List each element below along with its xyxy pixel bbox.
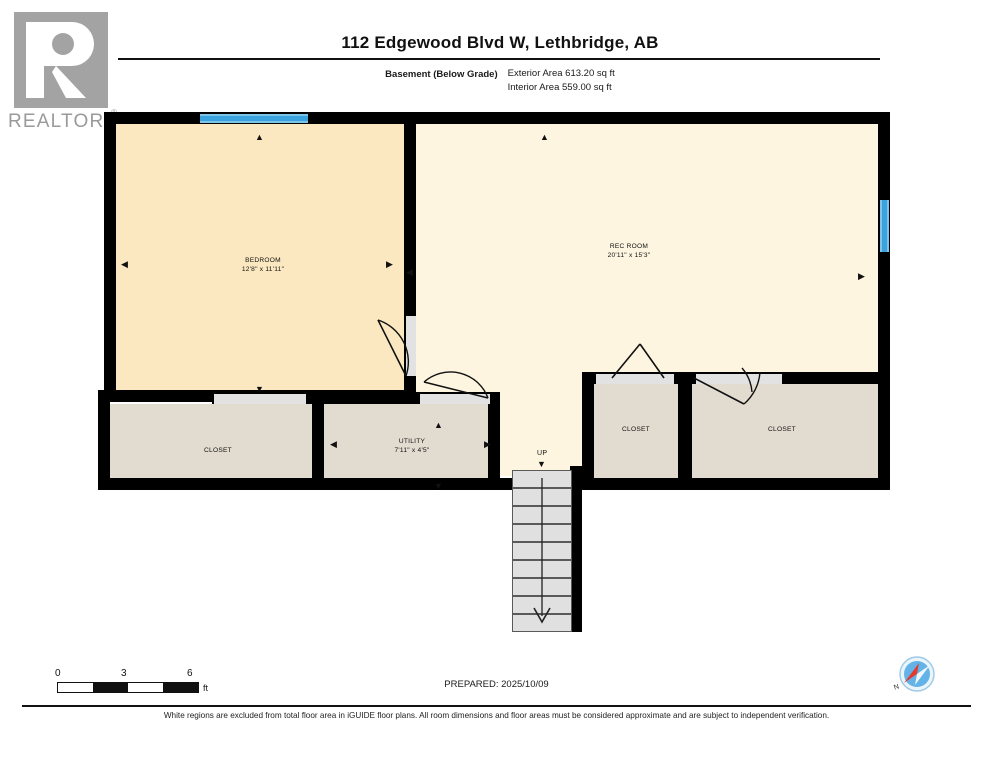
dim-arrow-rec-north: ▲: [540, 132, 549, 142]
scale-bar: 0 3 6 ft: [55, 668, 209, 700]
dim-arrow-utility-north: ▲: [434, 420, 443, 430]
realtor-logo: REALTOR ®: [8, 8, 120, 132]
room-rec-room: [416, 124, 882, 380]
scale-segment: [128, 683, 163, 692]
door-gap-utility: [420, 394, 490, 404]
floor-plan: ▲ ◀ ▶ ▼ ▲ ◀ ▶ ▲ ◀ ▶ ▼ BEDROOM 12'8" x 11…: [98, 112, 890, 632]
label-closet-mid: CLOSET: [576, 426, 696, 435]
label-closet-left: CLOSET: [158, 447, 278, 456]
label-rec-room-dims: 20'11" x 15'3": [607, 251, 651, 259]
wall-closet-utility-divider: [312, 398, 324, 490]
label-utility: UTILITY 7'11" x 4'5": [352, 438, 472, 455]
realtor-wordmark: REALTOR: [8, 111, 105, 132]
subheader: Basement (Below Grade) Exterior Area 613…: [120, 68, 880, 93]
stair-up-label: UP: [537, 450, 548, 457]
dim-arrow-bedroom-east: ▶: [386, 259, 393, 269]
wall-stairwell-right: [570, 466, 582, 632]
room-closet-mid: [592, 382, 680, 486]
room-utility: [324, 404, 500, 488]
label-rec-room: REC ROOM 20'11" x 15'3": [569, 243, 689, 260]
page-title: 112 Edgewood Blvd W, Lethbridge, AB: [341, 33, 659, 52]
interior-area-text: Interior Area 559.00 sq ft: [507, 82, 612, 93]
wall-exterior-bottom-right: [582, 478, 890, 490]
label-utility-dims: 7'11" x 4'5": [394, 446, 430, 454]
realtor-r-icon: [26, 22, 94, 98]
scale-segment: [163, 683, 198, 692]
wall-utility-right: [488, 392, 500, 490]
window-rec-room-east: [880, 200, 889, 252]
door-gap-closet-right: [696, 374, 782, 384]
footer-divider: [22, 705, 971, 707]
compass-rose: N: [888, 652, 942, 702]
label-bedroom: BEDROOM 12'8" x 11'11": [203, 257, 323, 274]
header-divider: [118, 58, 880, 60]
disclaimer-text: White regions are excluded from total fl…: [163, 711, 830, 720]
dim-arrow-utility-east: ▶: [484, 439, 491, 449]
wall-closet-divider: [678, 372, 692, 490]
label-closet-mid-name: CLOSET: [622, 426, 650, 433]
scale-tick-3: 3: [121, 668, 127, 679]
label-bedroom-name: BEDROOM: [245, 257, 281, 264]
door-gap-bedroom-rec: [406, 316, 416, 376]
staircase: [512, 470, 572, 632]
dim-arrow-bedroom-north: ▲: [255, 132, 264, 142]
compass-icon: [899, 656, 935, 692]
dim-arrow-bedroom-west: ◀: [121, 259, 128, 269]
label-closet-right: CLOSET: [722, 426, 842, 435]
exterior-area-text: Exterior Area 613.20 sq ft: [507, 68, 615, 79]
stair-direction-arrow-icon: [533, 478, 551, 624]
dim-arrow-rec-west: ◀: [406, 267, 413, 277]
scale-segment: [58, 683, 93, 692]
label-utility-name: UTILITY: [398, 438, 426, 445]
dim-arrow-utility-south: ▼: [434, 481, 443, 491]
wall-closet-mid-left: [582, 372, 594, 490]
door-gap-closet-mid: [596, 374, 674, 384]
scale-track: [57, 682, 199, 693]
wall-exterior-bottom-left: [98, 478, 518, 490]
scale-tick-6: 6: [187, 668, 193, 679]
door-gap-bedroom-closet: [214, 394, 306, 404]
dim-arrow-rec-east: ▶: [858, 271, 865, 281]
room-closet-left: [110, 404, 314, 488]
scale-unit-label: ft: [203, 683, 209, 693]
wall-exterior-left-upper: [104, 112, 116, 390]
floor-level-label: Basement (Below Grade): [385, 69, 498, 80]
wall-exterior-left-jog: [98, 390, 214, 402]
label-closet-left-name: CLOSET: [204, 447, 232, 454]
window-bedroom-north: [200, 114, 308, 123]
wall-exterior-left-lower: [98, 390, 110, 490]
prepared-date: PREPARED: 2025/10/09: [444, 679, 549, 690]
scale-segment: [93, 683, 128, 692]
label-closet-right-name: CLOSET: [768, 426, 796, 433]
label-rec-room-name: REC ROOM: [609, 243, 649, 250]
label-bedroom-dims: 12'8" x 11'11": [241, 265, 285, 273]
scale-tick-0: 0: [55, 668, 61, 679]
room-bedroom: [116, 124, 410, 402]
dim-arrow-bedroom-south: ▼: [255, 384, 264, 394]
dim-arrow-utility-west: ◀: [330, 439, 337, 449]
dim-arrow-stairs: ▼: [537, 459, 546, 469]
wall-exterior-right: [878, 112, 890, 490]
area-summary: Exterior Area 613.20 sq ft Interior Area…: [508, 68, 615, 93]
